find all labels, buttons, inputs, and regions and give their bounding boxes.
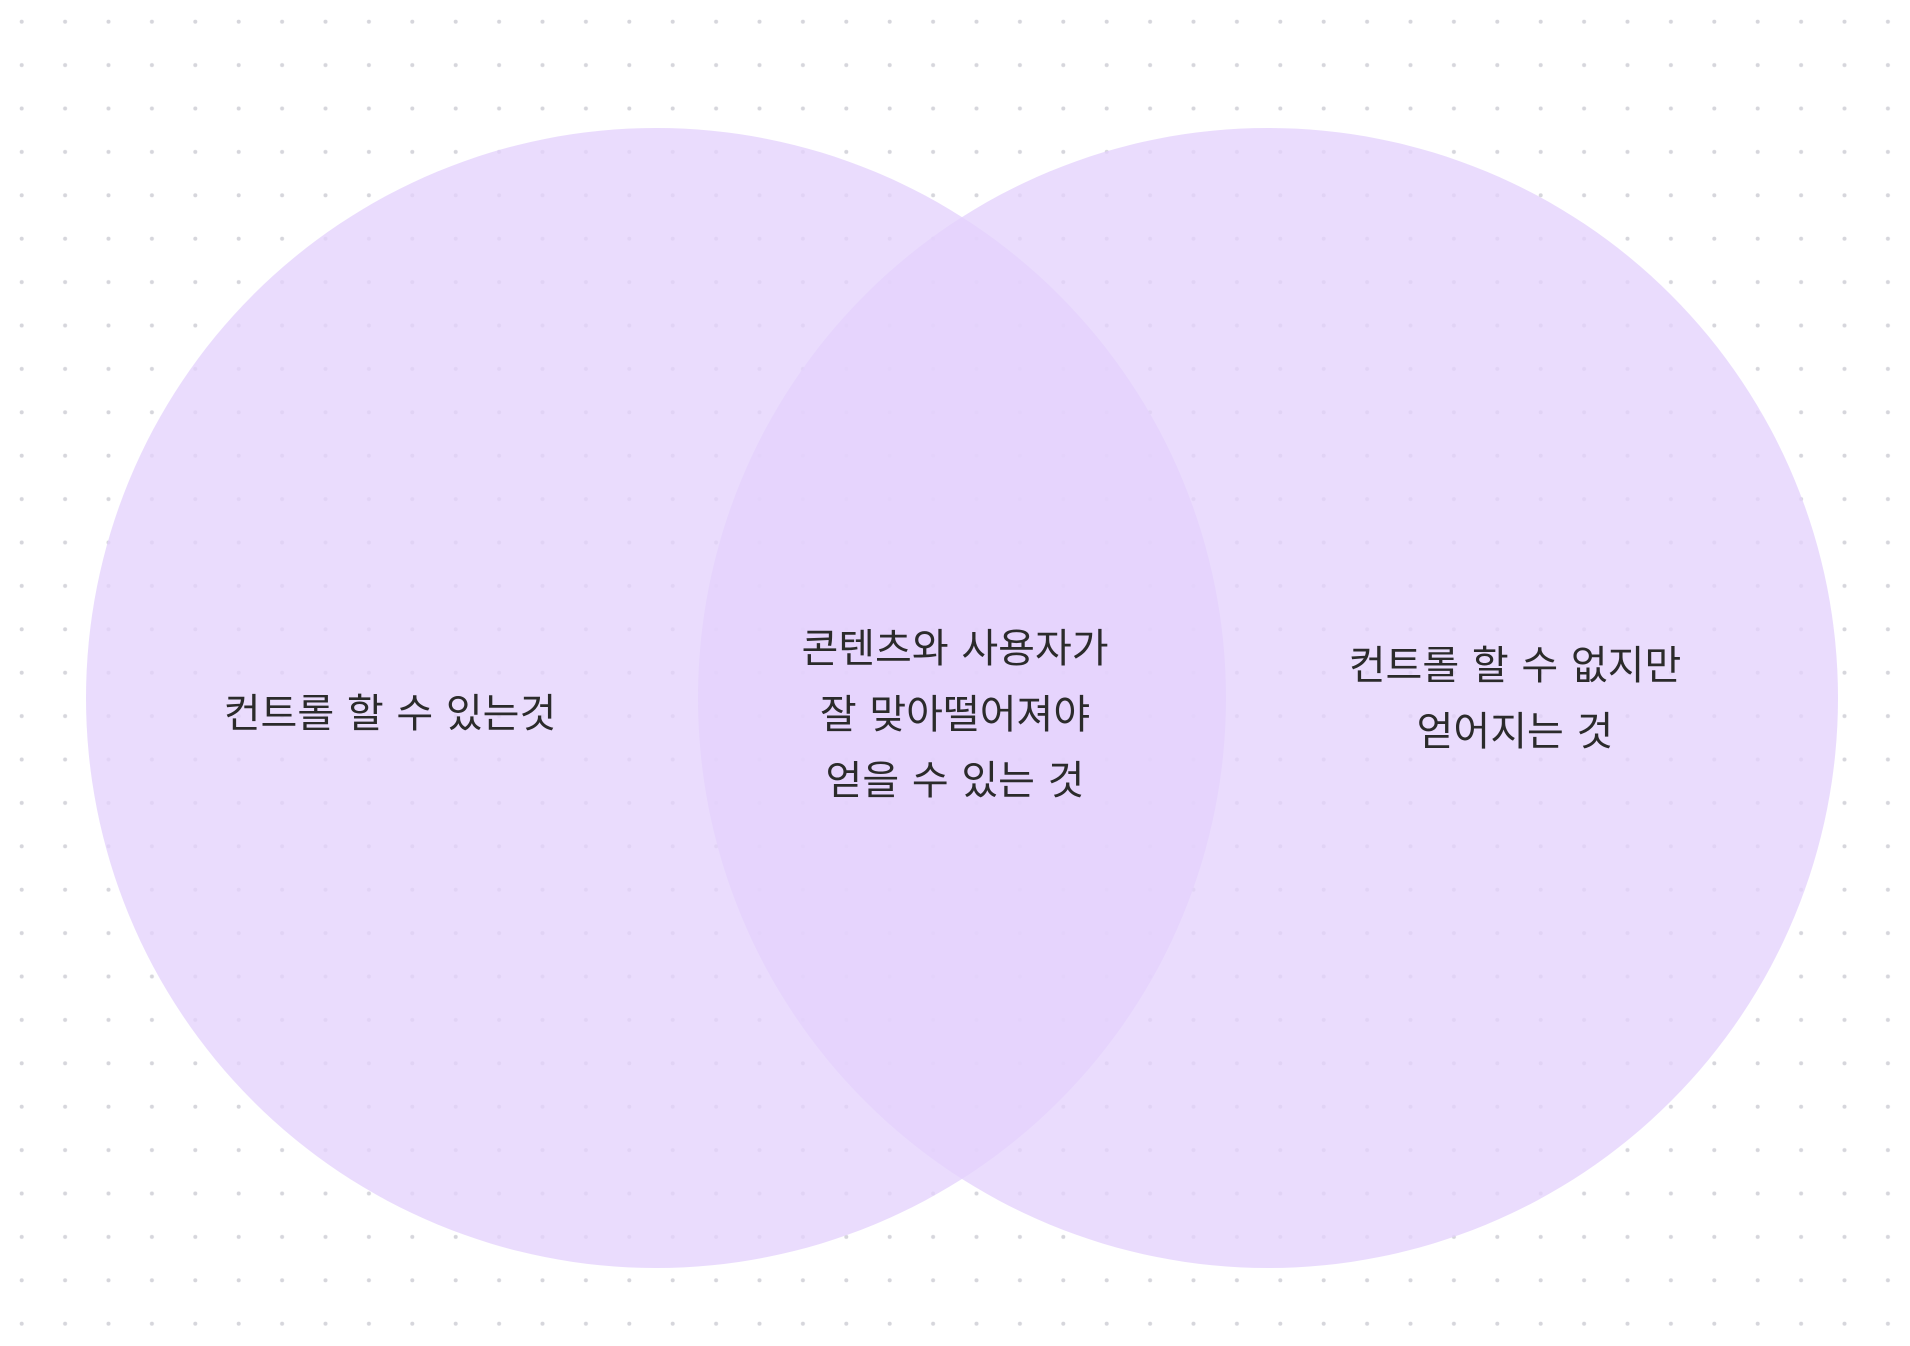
right-set-label: 컨트롤 할 수 없지만 얻어지는 것: [1349, 633, 1682, 765]
right-set-label-line: 얻어지는 것: [1416, 709, 1614, 755]
left-set-label: 컨트롤 할 수 있는것: [224, 681, 557, 747]
intersection-label: 콘텐츠와 사용자가 잘 맞아떨어져야 얻을 수 있는 것: [801, 616, 1108, 814]
intersection-label-line: 얻을 수 있는 것: [825, 758, 1085, 804]
left-set-label-line: 컨트롤 할 수 있는것: [223, 691, 557, 737]
right-set-circle: [698, 128, 1838, 1268]
intersection-label-line: 잘 맞아떨어져야: [819, 692, 1091, 738]
intersection-label-line: 콘텐츠와 사용자가: [801, 626, 1109, 672]
right-set-label-line: 컨트롤 할 수 없지만: [1348, 643, 1682, 689]
